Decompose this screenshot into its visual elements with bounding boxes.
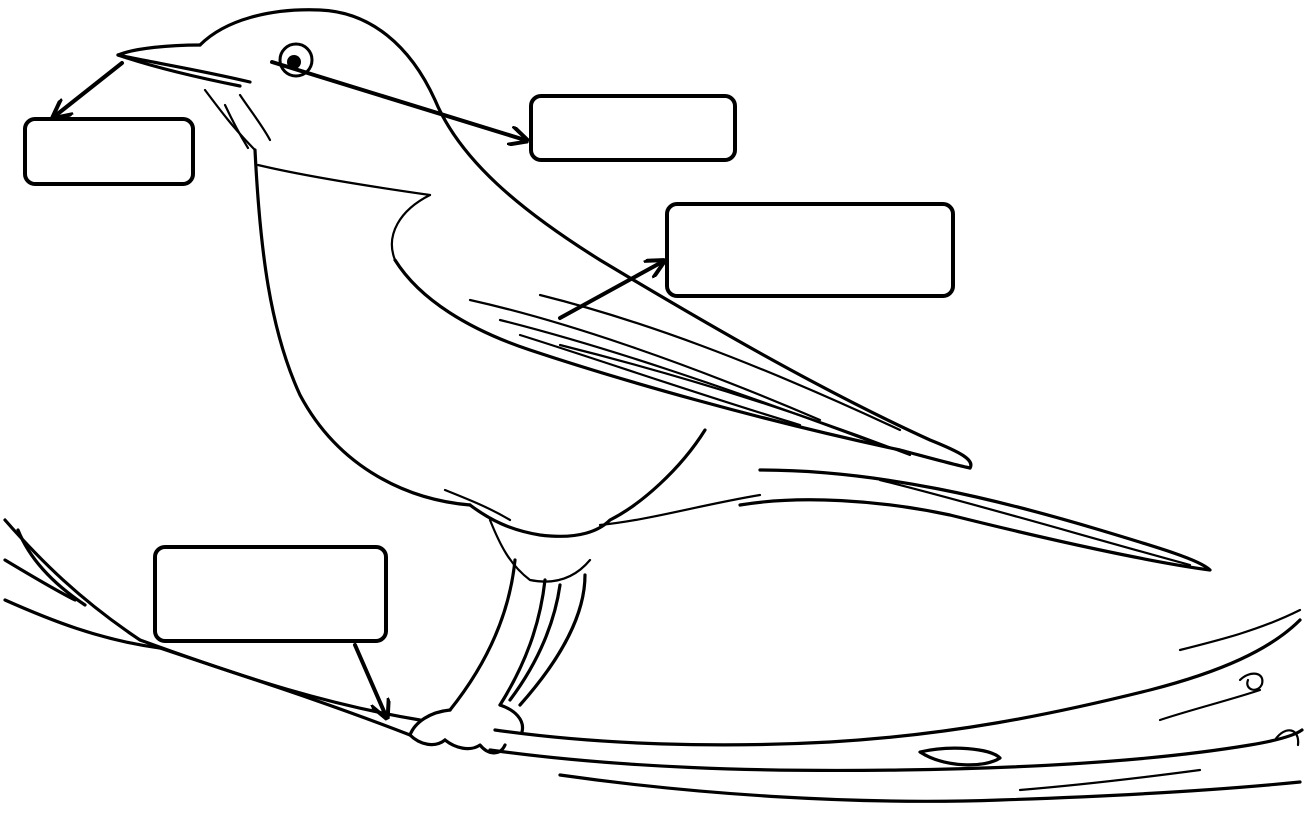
arrow-eye — [270, 60, 525, 140]
arrow-wing — [558, 262, 662, 320]
label-box-wing[interactable] — [665, 202, 955, 298]
label-box-beak[interactable] — [23, 117, 195, 186]
bird — [116, 8, 1212, 755]
branch — [3, 518, 1304, 803]
arrow-claw — [353, 643, 386, 716]
label-box-claw[interactable] — [153, 545, 388, 643]
label-box-eye[interactable] — [529, 94, 737, 162]
arrows — [55, 60, 662, 716]
arrow-beak — [55, 61, 124, 116]
